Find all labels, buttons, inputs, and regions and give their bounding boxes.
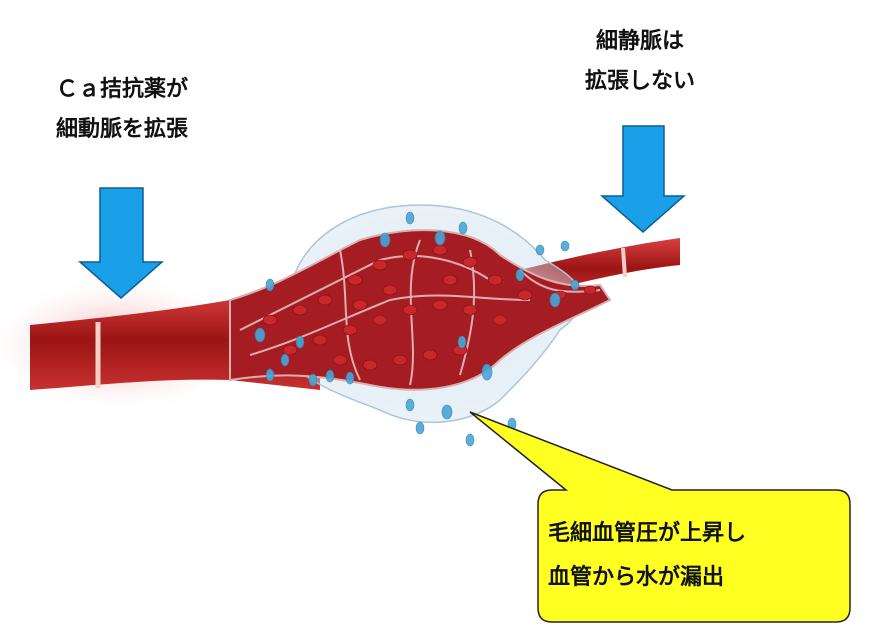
capillary-bed	[229, 229, 612, 391]
red-blood-cells	[262, 244, 597, 371]
venule-label-line2: 拡張しない	[584, 69, 695, 94]
callout-line2: 血管から水が漏出	[548, 565, 725, 590]
arteriole-label-line1: Ｃａ拮抗薬が	[55, 77, 188, 102]
capillary-vessels	[239, 239, 601, 386]
callout-text: 毛細血管圧が上昇し 血管から水が漏出	[548, 512, 838, 600]
arteriole-label-line2: 細動脈を拡張	[55, 117, 188, 142]
water-droplets	[254, 211, 580, 447]
venule-label: 細静脈は 拡張しない	[555, 22, 725, 102]
venule-label-line1: 細静脈は	[595, 29, 684, 54]
callout-line1: 毛細血管圧が上昇し	[548, 521, 747, 546]
venule-arrow-icon	[600, 125, 686, 233]
venule-band	[621, 247, 627, 278]
callout-bubble	[469, 411, 851, 623]
arteriole-arrow-icon	[78, 187, 164, 299]
arteriole-label: Ｃａ拮抗薬が 細動脈を拡張	[22, 70, 222, 150]
